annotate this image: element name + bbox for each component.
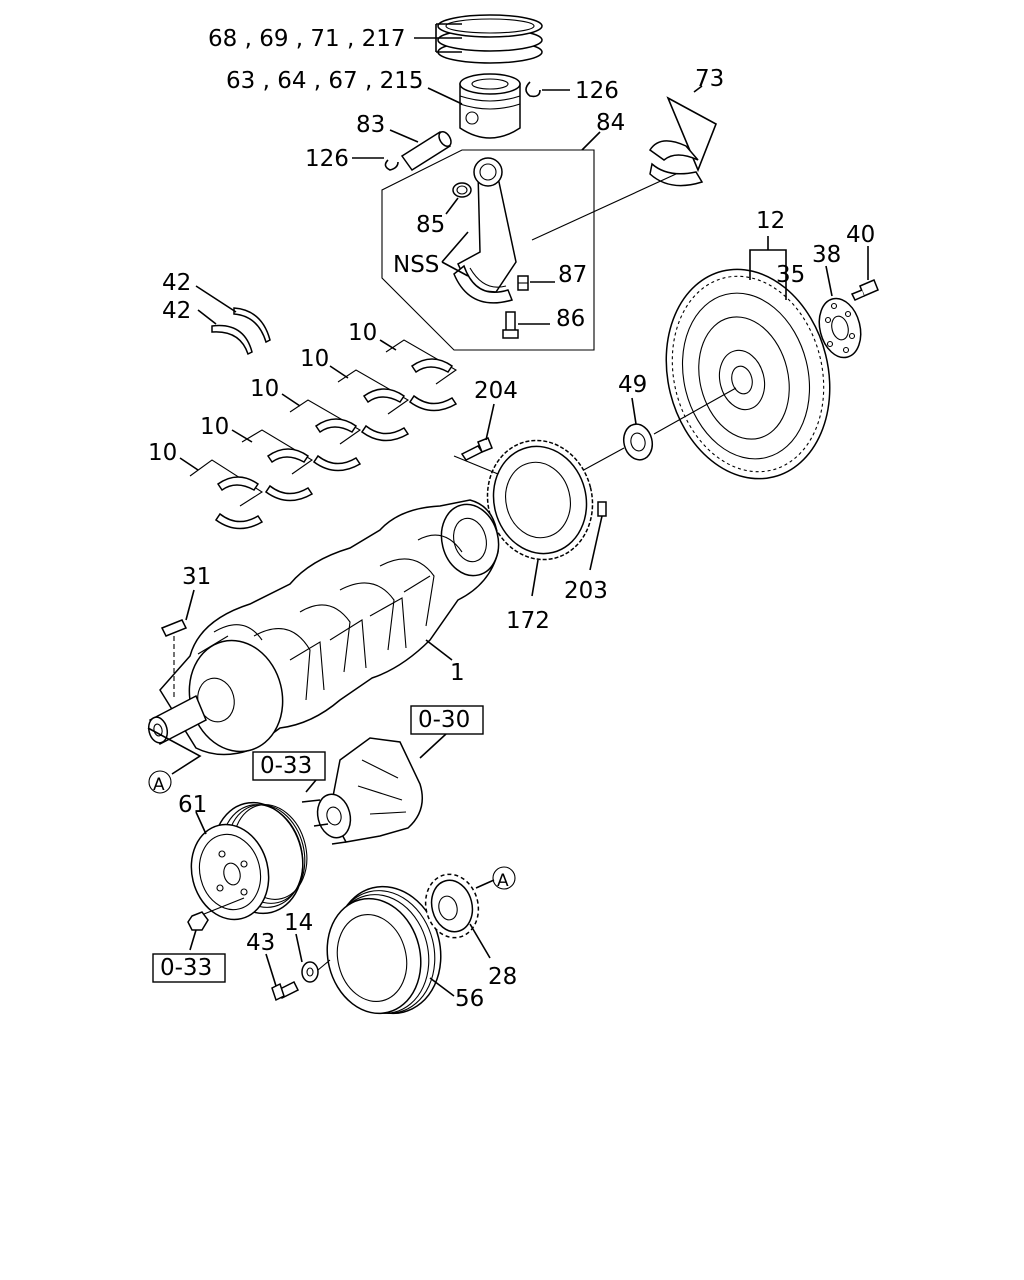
callout-gear-bolt: 204 (474, 378, 518, 404)
callout-damper: 56 (455, 986, 484, 1012)
ref-0-33-bottom: 0-33 (160, 955, 212, 981)
callout-main-2: 10 (200, 414, 229, 440)
main-bearing-set-1 (189, 459, 264, 530)
crank-pulley-damper (326, 885, 442, 1015)
callout-clip-left: 126 (305, 146, 349, 172)
callout-pulley-bolt: 43 (246, 930, 275, 956)
pulley-bolt (271, 980, 300, 1002)
ref-a-left: A (153, 775, 165, 795)
reinforcement-plate (818, 297, 862, 359)
conrod-bush (452, 182, 472, 198)
callout-rod-nut: 87 (558, 262, 587, 288)
callout-main-5: 10 (348, 320, 377, 346)
callout-dowel: 203 (564, 578, 608, 604)
reference-a-circle-left (148, 770, 172, 794)
connecting-rod (453, 157, 517, 304)
crankshaft (147, 499, 500, 756)
pilot-bearing (622, 423, 654, 461)
rod-bolt (502, 311, 519, 339)
callout-thrust-a: 42 (162, 270, 191, 296)
callout-clip-top: 126 (575, 78, 619, 104)
main-bearing-set-2 (241, 429, 314, 502)
dowel-pin (597, 501, 607, 517)
gear-bolt (460, 437, 493, 461)
flywheel-bolt (850, 279, 879, 301)
callout-washer: 14 (284, 910, 313, 936)
callout-pilot-bearing: 49 (618, 372, 647, 398)
callout-rings: 68 , 69 , 71 , 217 (208, 26, 406, 52)
main-bearing-set-4 (337, 369, 410, 442)
rod-bearing-shells (648, 96, 718, 187)
rod-nut (517, 275, 529, 291)
callout-crank-key: 31 (182, 564, 211, 590)
callout-main-1: 10 (148, 440, 177, 466)
ref-a-right: A (497, 871, 509, 891)
crank-timing-gear (424, 873, 480, 939)
callout-rod-bearing: 73 (695, 66, 724, 92)
ref-0-30: 0-30 (418, 707, 470, 733)
thrust-washers (211, 307, 271, 356)
callout-nss: NSS (393, 252, 439, 278)
callout-timing-gear: 28 (488, 964, 517, 990)
callout-flywheel: 12 (756, 208, 785, 234)
callout-pin: 83 (356, 112, 385, 138)
callout-crankshaft: 1 (450, 660, 465, 686)
callout-conrod-box: 84 (596, 110, 625, 136)
callout-pulley: 61 (178, 792, 207, 818)
flywheel (665, 268, 831, 480)
piston-pin (400, 130, 452, 172)
callout-thrust-b: 42 (162, 298, 191, 324)
pulley-nut (187, 911, 209, 931)
ref-0-33-top: 0-33 (260, 753, 312, 779)
callout-crank-gear: 172 (506, 608, 550, 634)
crankshaft-key (160, 619, 188, 637)
conrod-group-frame (381, 149, 595, 351)
piston-rings (437, 14, 543, 64)
callout-main-4: 10 (300, 346, 329, 372)
callout-conrod-bush: 85 (416, 212, 445, 238)
callout-plate: 38 (812, 242, 841, 268)
washer (301, 961, 319, 983)
callout-piston: 63 , 64 , 67 , 215 (226, 68, 424, 94)
water-pump (301, 737, 423, 845)
reference-a-circle-right (492, 866, 516, 890)
callout-ring-gear: 35 (776, 262, 805, 288)
main-bearing-set-5 (385, 339, 458, 412)
callout-rod-bolt: 86 (556, 306, 585, 332)
callout-main-3: 10 (250, 376, 279, 402)
fan-pulley (190, 801, 308, 921)
crankshaft-gear (486, 439, 594, 561)
piston (459, 73, 521, 139)
callout-fly-bolt: 40 (846, 222, 875, 248)
